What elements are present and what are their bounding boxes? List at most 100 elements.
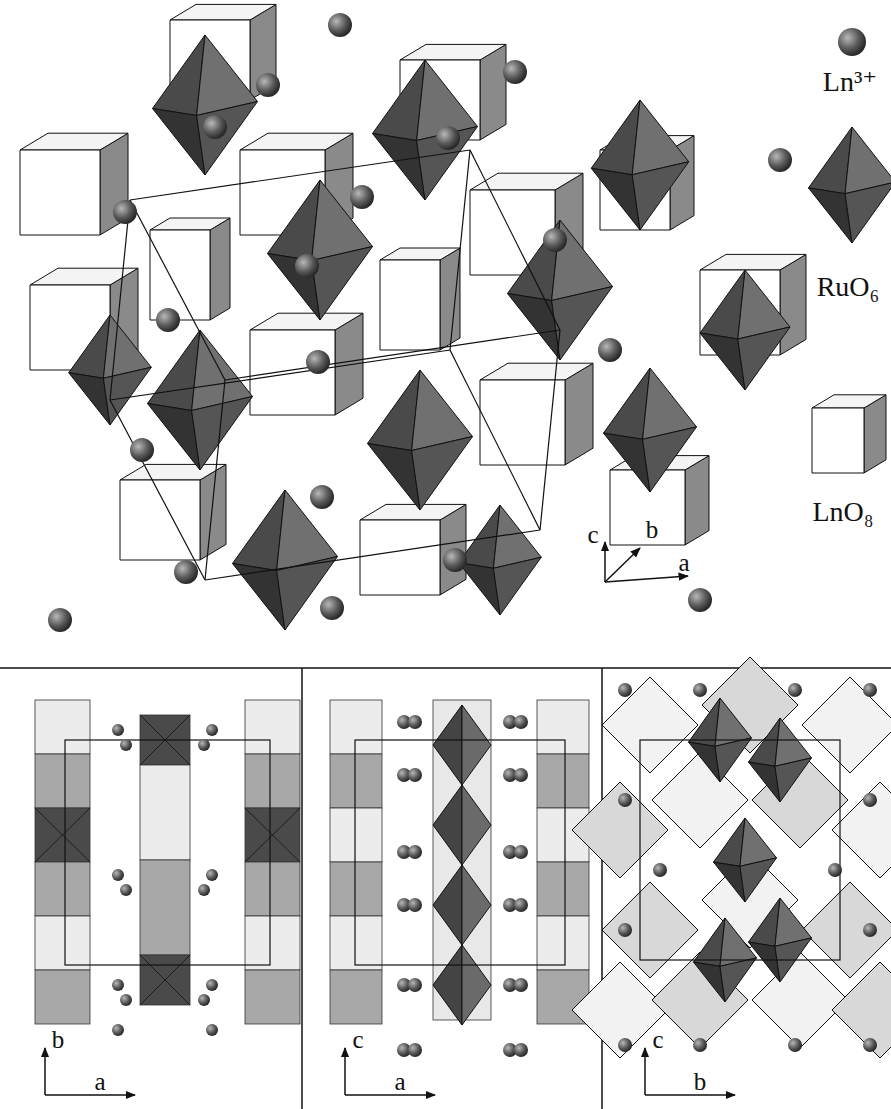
face xyxy=(493,557,541,615)
face xyxy=(700,254,806,270)
axis-label: a xyxy=(94,1068,105,1096)
lno8-polyhedron xyxy=(250,313,363,415)
legend-samples xyxy=(809,28,891,473)
face xyxy=(480,363,593,380)
ln-ion xyxy=(653,863,667,877)
axis-label: c xyxy=(587,521,598,549)
lno8-polyhedron xyxy=(602,677,698,773)
face xyxy=(812,395,886,408)
ln-ion xyxy=(256,73,280,97)
octahedron-edge xyxy=(245,808,300,862)
face xyxy=(470,173,583,190)
polyhedron-projection xyxy=(35,700,90,754)
polyhedron-projection xyxy=(245,862,300,916)
ln-ion xyxy=(618,923,632,937)
lno8-polyhedron xyxy=(802,882,891,978)
ln-ion xyxy=(112,724,124,736)
face xyxy=(360,520,440,595)
polyhedron-projection xyxy=(537,700,589,754)
face xyxy=(400,44,506,60)
ruo6-octahedron xyxy=(433,785,462,865)
lno8-polyhedron xyxy=(572,962,668,1058)
ln-ion xyxy=(310,485,334,509)
ln-ion xyxy=(514,978,528,992)
polyhedron-projection xyxy=(537,754,589,808)
ln-ion xyxy=(436,126,460,150)
face xyxy=(380,248,460,260)
polyhedron-projection xyxy=(330,754,382,808)
face xyxy=(565,363,593,465)
polyhedron-projection xyxy=(537,862,589,916)
lno8-polyhedron xyxy=(120,464,226,560)
ln-ion xyxy=(306,350,330,374)
lno8-polyhedron xyxy=(572,782,668,878)
ln-ion xyxy=(48,608,72,632)
face xyxy=(335,313,363,415)
face xyxy=(20,133,128,150)
ln-ion xyxy=(863,923,877,937)
unit-cell xyxy=(110,150,560,580)
ln-ion xyxy=(618,793,632,807)
face xyxy=(738,327,790,390)
face xyxy=(233,490,286,571)
lno8-polyhedron xyxy=(802,677,891,773)
polyhedron-projection xyxy=(35,970,90,1024)
axis-label: a xyxy=(678,549,689,577)
ln-ion xyxy=(618,683,632,697)
ln-ion xyxy=(443,548,467,572)
ruo6-octahedron xyxy=(69,315,152,425)
ln-ion xyxy=(514,715,528,729)
polyhedron-projection xyxy=(330,862,382,916)
unit-cell xyxy=(640,740,840,960)
axis-arrow xyxy=(605,548,640,582)
polyhedron-projection xyxy=(140,955,190,1005)
ln-ion xyxy=(198,884,210,896)
face xyxy=(200,464,226,560)
ruo6-octahedron xyxy=(604,368,697,492)
face xyxy=(250,313,363,330)
ln-ion xyxy=(112,869,124,881)
ln-ion xyxy=(206,869,218,881)
lno8-polyhedron xyxy=(150,218,230,320)
ruo6-octahedron xyxy=(459,505,542,615)
divider xyxy=(301,668,303,1109)
ruo6-octahedron xyxy=(153,35,258,175)
ln-ion xyxy=(838,28,866,56)
axis-arrow xyxy=(44,1048,46,1095)
face xyxy=(412,437,473,511)
ln-ion xyxy=(408,978,422,992)
face xyxy=(170,4,276,20)
ln-ion xyxy=(328,13,352,37)
perspective-view xyxy=(20,4,806,632)
ln-ion xyxy=(688,588,712,612)
axis-label: c xyxy=(652,1026,663,1054)
polyhedron-projection xyxy=(140,860,190,955)
lno8-polyhedron xyxy=(832,962,891,1058)
face xyxy=(700,270,745,339)
face xyxy=(268,180,321,261)
polyhedron-projection xyxy=(245,754,300,808)
cell-edge xyxy=(110,350,450,400)
face xyxy=(268,254,321,321)
legend-label: RuO₆ xyxy=(817,272,880,303)
face xyxy=(440,248,460,350)
ln-ion xyxy=(295,254,319,278)
face xyxy=(150,230,210,320)
axis-arrow xyxy=(604,542,606,582)
divider xyxy=(601,668,603,1109)
ln-ion xyxy=(788,1038,802,1052)
ruo6-octahedron xyxy=(591,100,689,230)
axis-label: b xyxy=(694,1068,707,1096)
face xyxy=(148,330,201,411)
octahedron-edge xyxy=(35,808,90,862)
ruo6-octahedron xyxy=(462,865,491,945)
polyhedron-projection xyxy=(140,765,190,860)
face xyxy=(20,150,100,235)
ln-ion xyxy=(156,308,180,332)
cell-edge xyxy=(205,380,225,580)
cell-edge xyxy=(110,400,205,580)
ruo6-octahedron xyxy=(148,330,253,470)
face xyxy=(240,133,353,150)
ruo6-octahedron xyxy=(433,945,462,1025)
axis-label: a xyxy=(394,1068,405,1096)
